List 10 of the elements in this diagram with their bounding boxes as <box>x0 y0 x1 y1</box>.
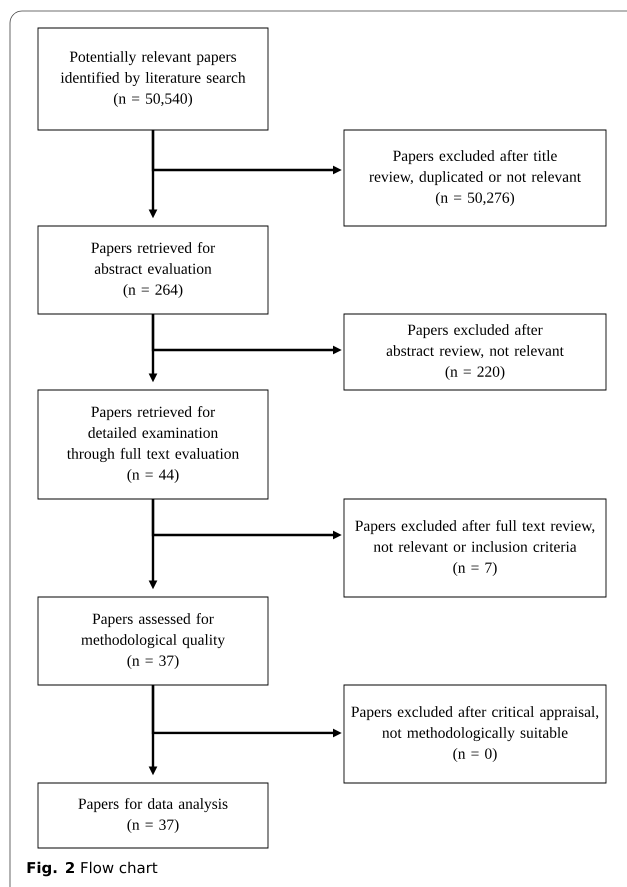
process-box: Papers excluded after title review, duplicated or not relevant (n = 50,276) <box>344 130 606 226</box>
process-box: Papers retrieved for detailed examination through full text evaluation (n = 44) <box>38 390 268 500</box>
process-box: Potentially relevant papers identified by literature search (n = 50,540) <box>38 28 268 130</box>
process-box: Papers assessed for methodological quality (n = 37) <box>38 596 268 686</box>
process-box: Papers excluded after abstract review, not relevant (n = 220) <box>344 314 606 390</box>
process-box: Papers for data analysis (n = 37) <box>38 782 268 848</box>
process-box: Papers excluded after full text review, not relevant or inclusion criteria (n = 7) <box>344 498 606 598</box>
process-box: Papers excluded after critical appraisal, not methodologically suitable (n = 0) <box>344 684 606 784</box>
figure-caption: Fig. 2 Flow chart <box>28 862 158 876</box>
process-box: Papers retrieved for abstract evaluation (n = 264) <box>38 226 268 314</box>
